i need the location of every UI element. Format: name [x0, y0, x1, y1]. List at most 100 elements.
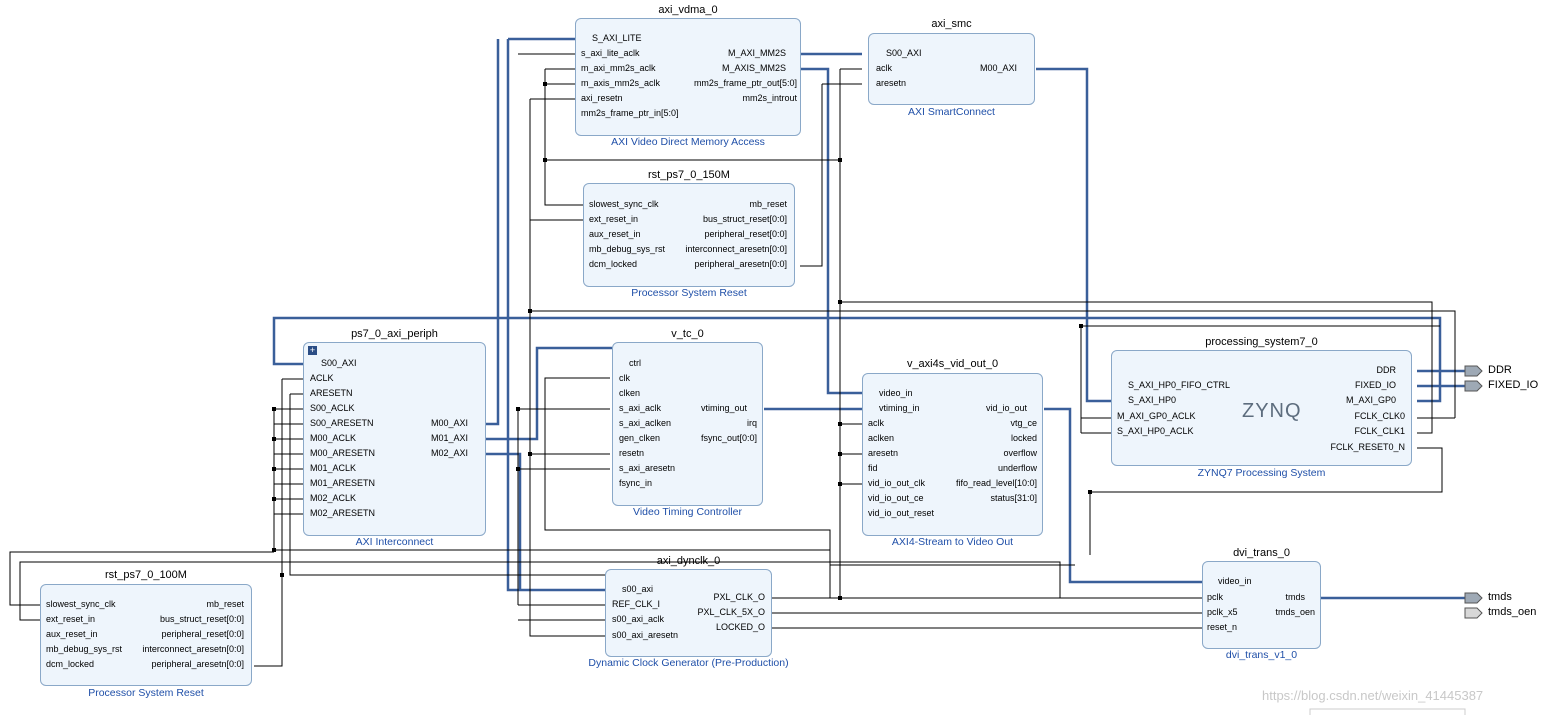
rst150-port-slowest-sync-clk[interactable]: slowest_sync_clk	[589, 199, 659, 209]
vtc-port-clken[interactable]: clken	[619, 388, 641, 398]
ps7-port-fclk-clk0[interactable]: FCLK_CLK0	[1354, 411, 1405, 421]
ext-port-tmds[interactable]: tmds	[1488, 591, 1512, 603]
rst100-port-bus-struct-reset[interactable]: bus_struct_reset[0:0]	[159, 614, 244, 624]
dynclk-port-pxl-clk-o[interactable]: PXL_CLK_O	[713, 592, 765, 602]
dvi-port-video-in[interactable]: video_in	[1218, 576, 1252, 586]
dynclk-port-locked-o[interactable]: LOCKED_O	[715, 622, 765, 632]
ext-port-tmds-oen[interactable]: tmds_oen	[1488, 606, 1537, 618]
rst100-port-peripheral-reset[interactable]: peripheral_reset[0:0]	[161, 629, 244, 639]
vtc-port-fsync-in[interactable]: fsync_in	[619, 478, 653, 488]
periph-port-aclk[interactable]: ACLK	[310, 373, 334, 383]
dynclk-block[interactable]	[605, 569, 772, 657]
rst150-block[interactable]	[583, 183, 795, 287]
periph-port-m02-axi[interactable]: M02_AXI	[430, 448, 468, 458]
vdma-port-frame-ptr-out[interactable]: mm2s_frame_ptr_out[5:0]	[693, 78, 797, 88]
vdma-port-s-axi-lite-aclk[interactable]: s_axi_lite_aclk	[581, 48, 640, 58]
vtc-port-vtiming-out[interactable]: vtiming_out	[700, 403, 747, 413]
vout-port-locked[interactable]: locked	[1010, 433, 1037, 443]
ps7-block[interactable]	[1111, 350, 1412, 466]
vout-port-fid[interactable]: fid	[868, 463, 878, 473]
ext-port-ddr[interactable]: DDR	[1488, 364, 1512, 376]
rst150-port-dcm-locked[interactable]: dcm_locked	[589, 259, 638, 269]
vout-port-vid-io-out-ce[interactable]: vid_io_out_ce	[868, 493, 924, 503]
vtc-port-clk[interactable]: clk	[619, 373, 630, 383]
ps7-port-s-axi-hp0-fifo-ctrl[interactable]: S_AXI_HP0_FIFO_CTRL	[1128, 380, 1231, 390]
periph-port-m02-aclk[interactable]: M02_ACLK	[310, 493, 357, 503]
axi-vdma-block[interactable]	[575, 18, 801, 136]
vtc-block[interactable]	[612, 342, 763, 506]
rst100-port-peripheral-aresetn[interactable]: peripheral_aresetn[0:0]	[151, 659, 244, 669]
dynclk-port-s00-axi-aresetn[interactable]: s00_axi_aresetn	[612, 630, 679, 640]
smc-port-aresetn[interactable]: aresetn	[876, 78, 907, 88]
dynclk-port-s00-axi-aclk[interactable]: s00_axi_aclk	[612, 614, 665, 624]
ext-port-fixed-io[interactable]: FIXED_IO	[1488, 379, 1539, 391]
ps7-port-s-axi-hp0[interactable]: S_AXI_HP0	[1128, 395, 1177, 405]
rst150-port-interconnect-aresetn[interactable]: interconnect_aresetn[0:0]	[685, 244, 787, 254]
vdma-port-m-axis-mm2s[interactable]: M_AXIS_MM2S	[721, 63, 786, 73]
rst100-port-mb-debug-sys-rst[interactable]: mb_debug_sys_rst	[46, 644, 123, 654]
vout-port-fifo-read-level[interactable]: fifo_read_level[10:0]	[955, 478, 1037, 488]
vout-port-underflow[interactable]: underflow	[997, 463, 1037, 473]
vout-port-vtiming-in[interactable]: vtiming_in	[879, 403, 920, 413]
rst100-port-slowest-sync-clk[interactable]: slowest_sync_clk	[46, 599, 116, 609]
periph-port-m00-axi[interactable]: M00_AXI	[430, 418, 468, 428]
rst150-port-mb-debug-sys-rst[interactable]: mb_debug_sys_rst	[589, 244, 666, 254]
vdma-port-m-axi-mm2s[interactable]: M_AXI_MM2S	[727, 48, 786, 58]
dynclk-port-pxl-clk-5x-o[interactable]: PXL_CLK_5X_O	[697, 607, 765, 617]
vtc-port-s-axi-aclk[interactable]: s_axi_aclk	[619, 403, 662, 413]
vtc-port-gen-clken[interactable]: gen_clken	[619, 433, 661, 443]
periph-port-s00-aclk[interactable]: S00_ACLK	[310, 403, 355, 413]
vout-port-status[interactable]: status[31:0]	[990, 493, 1037, 503]
ps7-port-ddr[interactable]: DDR	[1376, 365, 1397, 375]
dvi-port-tmds-oen[interactable]: tmds_oen	[1275, 607, 1315, 617]
vout-port-vtg-ce[interactable]: vtg_ce	[1010, 418, 1037, 428]
rst100-block[interactable]	[40, 584, 252, 686]
vtc-port-resetn[interactable]: resetn	[619, 448, 645, 458]
periph-port-aresetn[interactable]: ARESETN	[310, 388, 353, 398]
rst100-port-interconnect-aresetn[interactable]: interconnect_aresetn[0:0]	[142, 644, 244, 654]
periph-port-s00-axi[interactable]: S00_AXI	[321, 358, 357, 368]
rst100-port-aux-reset-in[interactable]: aux_reset_in	[46, 629, 98, 639]
vout-port-aresetn[interactable]: aresetn	[868, 448, 899, 458]
rst100-port-mb-reset[interactable]: mb_reset	[206, 599, 244, 609]
vdma-port-m-axis-mm2s-aclk[interactable]: m_axis_mm2s_aclk	[581, 78, 661, 88]
vdma-port-frame-ptr-in[interactable]: mm2s_frame_ptr_in[5:0]	[581, 108, 679, 118]
vout-port-overflow[interactable]: overflow	[1003, 448, 1037, 458]
dynclk-port-s00-axi[interactable]: s00_axi	[622, 584, 654, 594]
dvi-port-pclk-x5[interactable]: pclk_x5	[1207, 607, 1238, 617]
periph-port-m02-aresetn[interactable]: M02_ARESETN	[310, 508, 376, 518]
periph-port-m01-aresetn[interactable]: M01_ARESETN	[310, 478, 376, 488]
dvi-port-pclk[interactable]: pclk	[1207, 592, 1224, 602]
vout-port-vid-io-out[interactable]: vid_io_out	[985, 403, 1027, 413]
periph-port-m01-axi[interactable]: M01_AXI	[430, 433, 468, 443]
vtc-port-fsync-out[interactable]: fsync_out[0:0]	[700, 433, 757, 443]
vout-block[interactable]	[862, 373, 1043, 536]
dvi-block[interactable]	[1202, 561, 1321, 649]
rst150-port-bus-struct-reset[interactable]: bus_struct_reset[0:0]	[702, 214, 787, 224]
vout-port-aclken[interactable]: aclken	[868, 433, 895, 443]
rst150-port-peripheral-reset[interactable]: peripheral_reset[0:0]	[704, 229, 787, 239]
ps7-port-m-axi-gp0[interactable]: M_AXI_GP0	[1345, 395, 1396, 405]
vtc-port-s-axi-aresetn[interactable]: s_axi_aresetn	[619, 463, 676, 473]
vout-port-vid-io-out-reset[interactable]: vid_io_out_reset	[868, 508, 935, 518]
dvi-port-tmds[interactable]: tmds	[1285, 592, 1305, 602]
periph-block[interactable]	[303, 342, 486, 536]
vout-port-video-in[interactable]: video_in	[879, 388, 913, 398]
ps7-port-fclk-clk1[interactable]: FCLK_CLK1	[1354, 426, 1405, 436]
vout-port-vid-io-out-clk[interactable]: vid_io_out_clk	[868, 478, 926, 488]
periph-port-m01-aclk[interactable]: M01_ACLK	[310, 463, 357, 473]
smc-port-aclk[interactable]: aclk	[876, 63, 893, 73]
ps7-port-s-axi-hp0-aclk[interactable]: S_AXI_HP0_ACLK	[1117, 426, 1194, 436]
dynclk-port-ref-clk-i[interactable]: REF_CLK_I	[612, 599, 661, 609]
vout-port-aclk[interactable]: aclk	[868, 418, 885, 428]
vdma-port-m-axi-mm2s-aclk[interactable]: m_axi_mm2s_aclk	[581, 63, 656, 73]
rst150-port-mb-reset[interactable]: mb_reset	[749, 199, 787, 209]
smc-port-m00-axi[interactable]: M00_AXI	[979, 63, 1017, 73]
rst150-port-aux-reset-in[interactable]: aux_reset_in	[589, 229, 641, 239]
ps7-port-fclk-reset0-n[interactable]: FCLK_RESET0_N	[1330, 442, 1405, 452]
periph-port-s00-aresetn[interactable]: S00_ARESETN	[310, 418, 374, 428]
periph-port-m00-aresetn[interactable]: M00_ARESETN	[310, 448, 376, 458]
rst150-port-peripheral-aresetn[interactable]: peripheral_aresetn[0:0]	[694, 259, 787, 269]
ps7-port-fixed-io[interactable]: FIXED_IO	[1354, 380, 1396, 390]
periph-port-m00-aclk[interactable]: M00_ACLK	[310, 433, 357, 443]
